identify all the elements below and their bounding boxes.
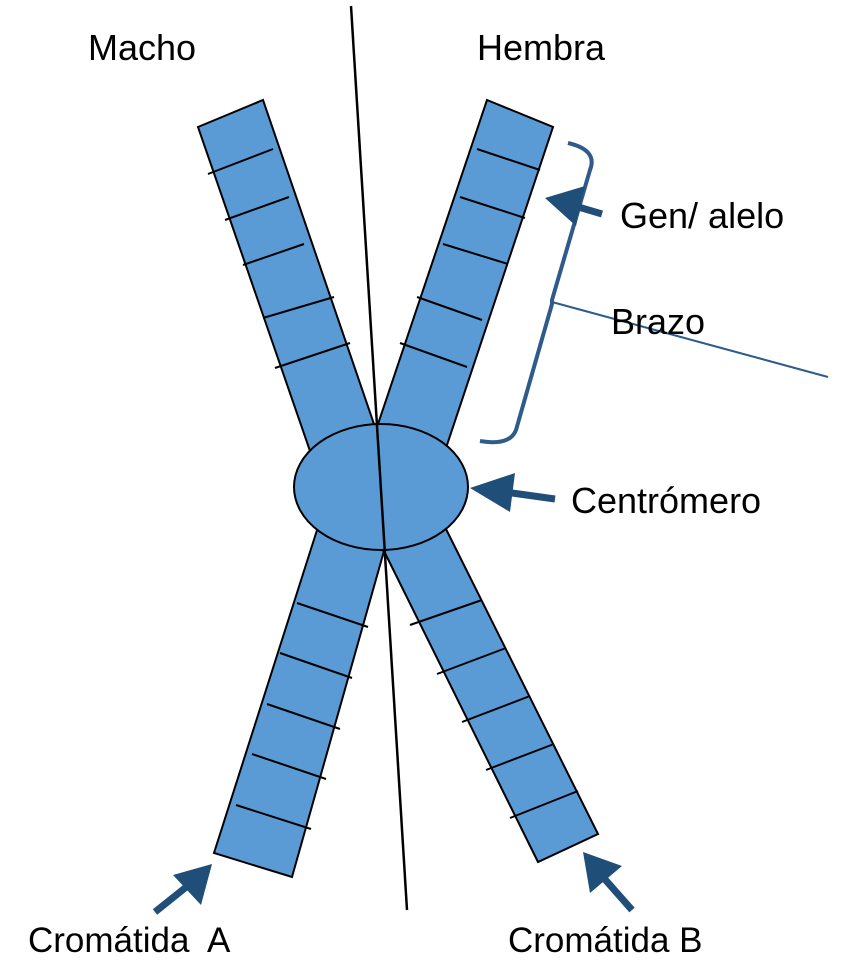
- label-chromatid-b: Cromátida B: [508, 921, 703, 960]
- label-arm: Brazo: [611, 301, 705, 342]
- female-lower-arm: [384, 527, 598, 862]
- male-lower-arm: [214, 527, 384, 877]
- label-female: Hembra: [477, 27, 606, 68]
- label-gene-allele: Gen/ alelo: [620, 195, 784, 236]
- label-male: Macho: [88, 27, 196, 68]
- label-chromatid-a: Cromátida A: [28, 921, 231, 960]
- arrow-icon: [470, 473, 555, 512]
- arrow-icon: [545, 186, 602, 226]
- label-centromere: Centrómero: [571, 480, 761, 521]
- arrow-icon: [583, 852, 632, 910]
- arrow-icon: [155, 864, 212, 912]
- male-upper-arm: [198, 100, 375, 451]
